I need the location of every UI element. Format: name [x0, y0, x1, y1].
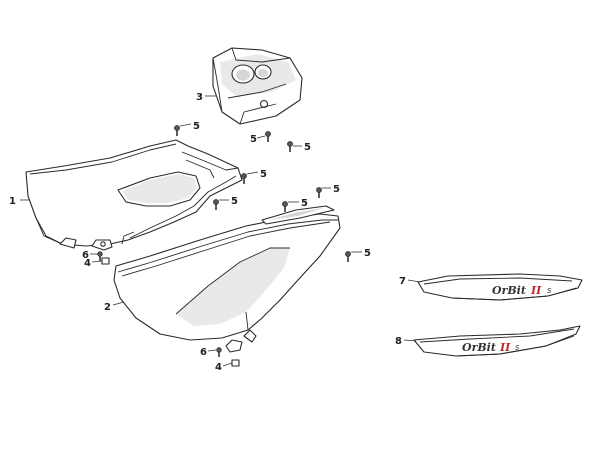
decal-8-badge: II	[499, 341, 511, 354]
decal-7-badge: II	[530, 284, 542, 297]
callout-part-5h: 5	[364, 248, 371, 259]
callout-part-5a: 5	[193, 121, 200, 132]
callout-part-5f: 5	[301, 198, 308, 209]
callout-part-5g: 5	[333, 184, 340, 195]
screw-5-b	[265, 131, 271, 142]
decal-8-text: OrBit	[462, 341, 496, 354]
screw-5-a	[174, 125, 180, 136]
screw-6-b	[216, 347, 222, 357]
callout-part-6a: 6	[82, 250, 89, 261]
callout-part-5b: 5	[250, 134, 257, 145]
callout-part-1: 1	[9, 196, 16, 207]
callout-part-6b: 6	[200, 347, 207, 358]
screw-5-f	[282, 201, 288, 212]
decal-7-text: OrBit	[492, 284, 526, 297]
decal-8-stripe: OrBit II S	[413, 325, 581, 357]
leader-lines	[20, 95, 421, 367]
screws	[97, 125, 351, 367]
part-2-lower-cover	[113, 205, 341, 353]
callout-part-4b: 4	[215, 362, 222, 373]
part-1-side-cover	[25, 139, 243, 251]
screw-5-c	[287, 141, 293, 152]
decal-8-suffix: S	[515, 344, 520, 352]
screw-5-h	[345, 251, 351, 262]
callout-part-2: 2	[104, 302, 111, 313]
callout-part-7: 7	[399, 276, 406, 287]
callout-part-5e: 5	[231, 196, 238, 207]
callout-part-5d: 5	[260, 169, 267, 180]
clip-4-b	[231, 359, 240, 367]
part-3-inner-cover	[212, 47, 303, 125]
screw-5-d	[241, 173, 247, 184]
callout-part-3: 3	[196, 92, 203, 103]
screw-5-e	[213, 199, 219, 210]
callout-numbers: 1 2 3 4 4 5 5 5 5 5 5 5 5 6 6 7 8	[9, 92, 406, 373]
callout-part-8: 8	[395, 336, 402, 347]
callout-part-5c: 5	[304, 142, 311, 153]
decal-7-stripe: OrBit II S	[417, 273, 583, 301]
decal-7-suffix: S	[547, 287, 552, 295]
callout-part-4a: 4	[84, 258, 91, 269]
screw-5-g	[316, 187, 322, 198]
clip-4-a	[101, 257, 110, 265]
screw-6-a	[97, 251, 103, 261]
